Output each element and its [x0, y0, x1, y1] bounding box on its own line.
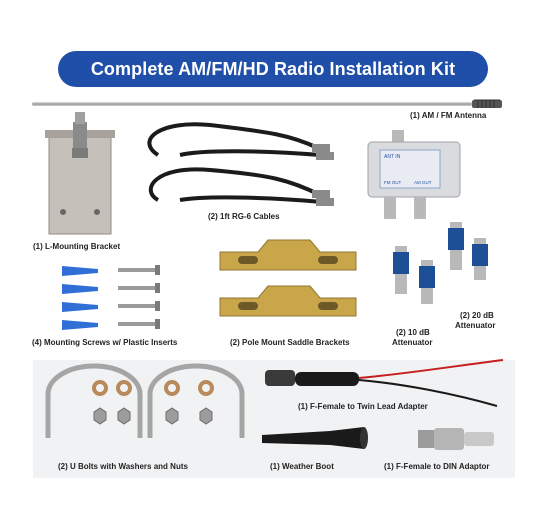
l-bracket-image [45, 112, 115, 237]
din-label: (1) F-Female to DIN Adaptor [384, 462, 490, 471]
u-bolts-image [38, 363, 258, 446]
title-banner: Complete AM/FM/HD Radio Installation Kit [58, 51, 488, 87]
att20-label-line2: Attenuator [455, 321, 496, 330]
antenna-label: (1) AM / FM Antenna [410, 111, 487, 120]
rg6-cables-image [140, 120, 340, 215]
screws-label: (4) Mounting Screws w/ Plastic Inserts [32, 338, 178, 347]
twin-lead-adapter-image [265, 359, 515, 412]
din-adaptor-image [418, 424, 498, 454]
saddle-label: (2) Pole Mount Saddle Brackets [230, 338, 350, 347]
cables-label: (2) 1ft RG-6 Cables [208, 212, 280, 221]
att10-label-line1: (2) 10 dB [396, 328, 430, 337]
antenna-image [30, 97, 510, 111]
saddle-brackets-image [218, 232, 358, 332]
att10-label-line2: Attenuator [392, 338, 433, 347]
splitter-ant-in-text: ANT IN [384, 154, 401, 160]
splitter-image: ANT IN FM OUT AM OUT [362, 130, 467, 222]
ubolts-label: (2) U Bolts with Washers and Nuts [58, 462, 188, 471]
splitter-am-out-text: AM OUT [414, 180, 432, 185]
page-title: Complete AM/FM/HD Radio Installation Kit [90, 58, 456, 79]
splitter-fm-out-text: FM OUT [384, 180, 401, 185]
attenuators-10db-image [393, 246, 443, 306]
adapter-label: (1) F-Female to Twin Lead Adapter [298, 402, 428, 411]
mounting-screws-image [60, 262, 170, 332]
attenuators-20db-image [448, 222, 498, 282]
boot-label: (1) Weather Boot [270, 462, 334, 471]
weather-boot-image [260, 425, 370, 453]
att20-label-line1: (2) 20 dB [460, 311, 494, 320]
bracket-label: (1) L-Mounting Bracket [33, 242, 121, 251]
